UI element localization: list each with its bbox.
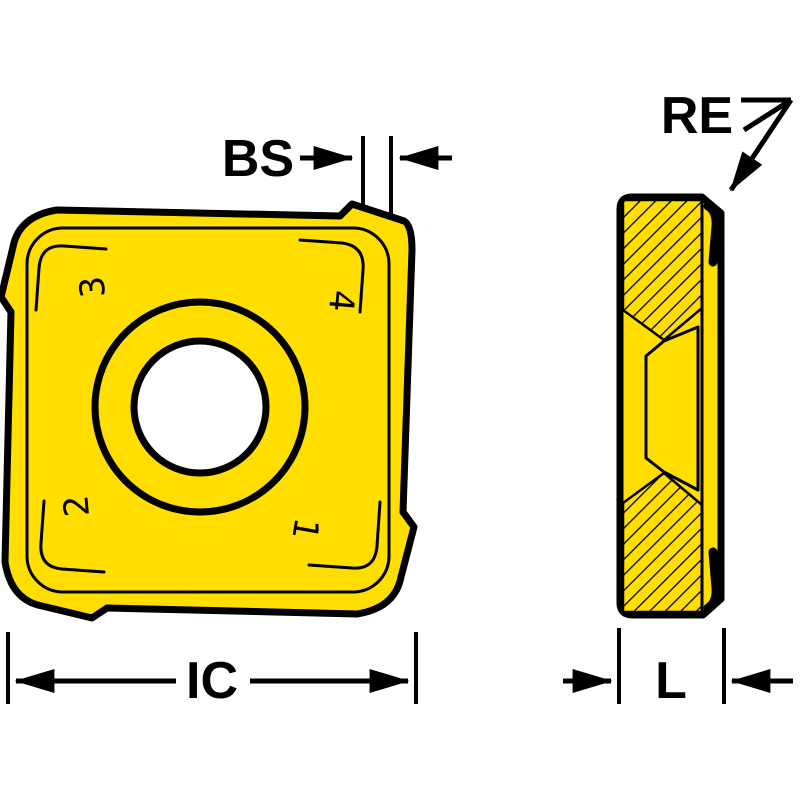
corner-mark-bottom-left: 2 [56, 493, 98, 518]
corner-facet-line-bottom-left [39, 499, 106, 574]
corner-facet-line-top-left [34, 244, 108, 312]
bs-label: BS [222, 130, 294, 188]
corner-edge-mark-top [703, 201, 721, 267]
insert-inner-land-line [25, 226, 391, 594]
corner-mark-top-left: 3 [72, 274, 114, 299]
side-relief-facet-outline [644, 325, 700, 492]
dimension-l: L [563, 628, 793, 710]
corner-edge-mark-bottom [703, 547, 721, 613]
re-leader-diagonal [742, 97, 793, 133]
corner-facet-line-bottom-right [307, 500, 382, 570]
dimension-re: RE [661, 87, 794, 192]
front-view: 3 4 2 1 [0, 200, 418, 622]
l-label: L [655, 652, 687, 710]
corner-mark-top-right: 4 [320, 288, 362, 313]
side-hatch-region-bottom [621, 471, 704, 614]
corner-facet-line-top-right [298, 238, 365, 314]
side-view [616, 193, 725, 619]
ic-label: IC [186, 652, 238, 710]
dimension-ic: IC [6, 632, 418, 710]
dimension-bs: BS [222, 130, 452, 214]
center-hole [130, 337, 270, 477]
side-hatch-region-top [621, 198, 704, 342]
re-leader-arrow [728, 98, 794, 192]
re-label: RE [661, 87, 733, 145]
chipbreaker-circle [91, 298, 309, 516]
